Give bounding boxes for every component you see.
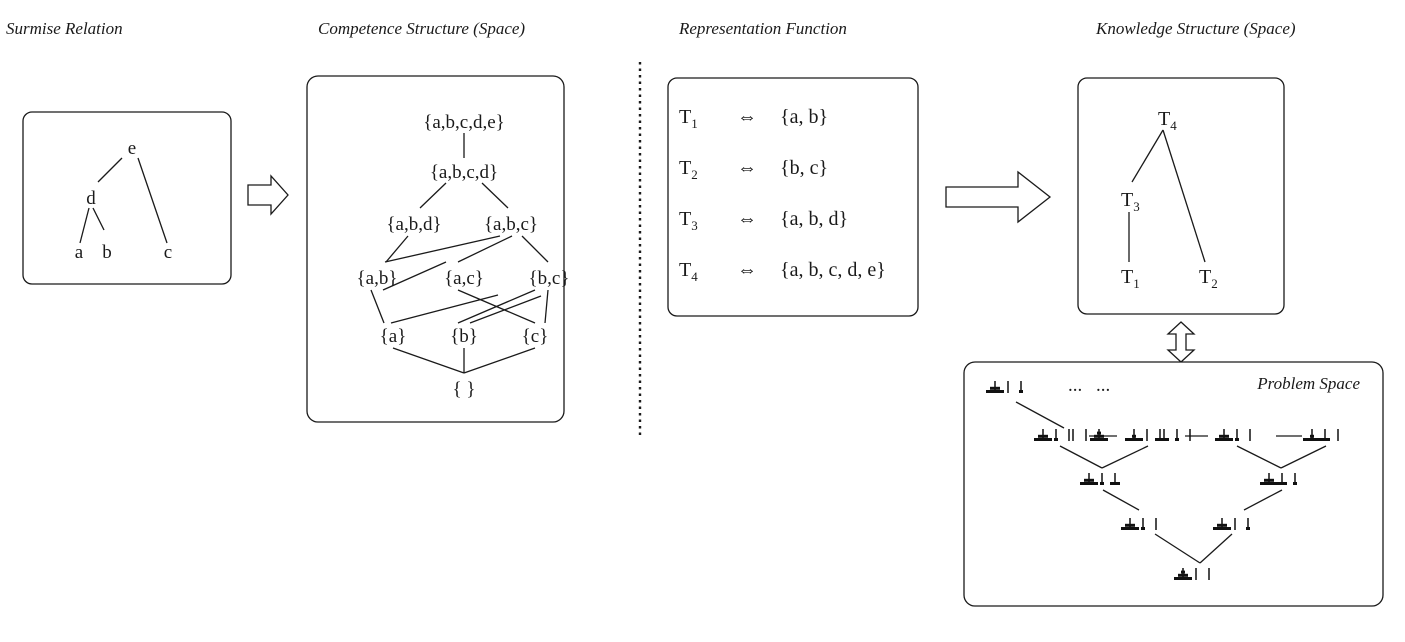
tower-peg-11 (1146, 429, 1148, 441)
tower-peg-16 (1215, 429, 1233, 441)
header-representation-function: Representation Function (678, 19, 847, 38)
competence-node-abc: {a,b,c} (484, 214, 538, 235)
competence-node-a: {a} (380, 326, 407, 347)
surmise-edges (79, 157, 168, 244)
tower-peg-17 (1235, 429, 1239, 441)
representation-row-3: T3 ⇔ {a, b, d} (679, 208, 848, 233)
tower-peg-34 (1174, 568, 1192, 580)
tower-peg-7 (1072, 429, 1074, 441)
rep-row-3-t: T3 (679, 208, 698, 233)
representation-function-box (667, 77, 919, 317)
tower-peg-6 (1068, 429, 1070, 441)
tower-peg-10 (1125, 429, 1143, 441)
tower-peg-20 (1320, 429, 1330, 441)
rep-row-3-set: {a, b, d} (780, 208, 848, 230)
competence-node-abcde: {a,b,c,d,e} (423, 112, 505, 133)
rep-row-1-t: T1 (679, 106, 698, 131)
surmise-node-e: e (128, 138, 136, 159)
problem-space-box (963, 361, 1384, 607)
rep-row-2-t: T2 (679, 157, 698, 182)
competence-node-empty: { } (453, 379, 476, 400)
tower-peg-33 (1246, 518, 1250, 530)
tower-peg-24 (1110, 473, 1120, 485)
tower-peg-2 (1007, 381, 1009, 393)
rep-row-1-set: {a, b} (780, 106, 828, 128)
header-knowledge-structure: Knowledge Structure (Space) (1095, 19, 1296, 38)
tower-peg-19 (1303, 429, 1321, 441)
tower-peg-13 (1159, 429, 1169, 441)
knowledge-node-t4: T4 (1158, 108, 1177, 133)
rep-row-4-set: {a, b, c, d, e} (780, 259, 886, 281)
competence-node-abd: {a,b,d} (386, 214, 441, 235)
tower-peg-27 (1293, 473, 1297, 485)
surmise-node-a: a (75, 242, 84, 263)
problem-ellipsis-1: ... (1068, 375, 1082, 396)
competence-edges (370, 133, 549, 374)
header-surmise-relation: Surmise Relation (6, 19, 123, 38)
arrow-surmise-to-competence (247, 174, 289, 216)
competence-node-ab: {a,b} (357, 268, 398, 289)
surmise-node-c: c (164, 242, 172, 263)
representation-row-1: T1 ⇔ {a, b} (679, 106, 828, 131)
double-arrow-knowledge-problem (1166, 321, 1196, 363)
tower-peg-18 (1249, 429, 1251, 441)
tower-peg-31 (1213, 518, 1231, 530)
tower-peg-1 (986, 381, 1004, 393)
surmise-relation-box (22, 111, 232, 285)
knowledge-edges (1128, 129, 1206, 263)
tower-states (986, 381, 1339, 580)
knowledge-node-t1: T1 (1121, 266, 1140, 291)
problem-space-title: Problem Space (1256, 374, 1360, 393)
representation-row-4: T4 ⇔ {a, b, c, d, e} (679, 259, 886, 284)
tower-peg-9 (1090, 429, 1108, 441)
knowledge-node-t3: T3 (1121, 189, 1140, 214)
competence-structure-box (306, 75, 565, 423)
rep-row-2-set: {b, c} (780, 157, 828, 179)
tower-peg-14 (1175, 429, 1179, 441)
tower-peg-15 (1189, 429, 1191, 441)
competence-node-abcd: {a,b,c,d} (430, 162, 498, 183)
competence-node-bc: {b,c} (529, 268, 570, 289)
tower-peg-8 (1085, 429, 1087, 441)
tower-peg-4 (1034, 429, 1052, 441)
tower-peg-5 (1054, 429, 1058, 441)
rep-row-4-t: T4 (679, 259, 698, 284)
competence-node-ac: {a,c} (444, 268, 484, 289)
tower-peg-30 (1155, 518, 1157, 530)
tower-peg-29 (1141, 518, 1145, 530)
tower-peg-22 (1080, 473, 1098, 485)
rep-row-3-equivalence-arrow: ⇔ (737, 208, 757, 230)
arrow-representation-to-knowledge (945, 170, 1052, 224)
tower-peg-21 (1337, 429, 1339, 441)
tower-peg-35 (1195, 568, 1197, 580)
header-competence-structure: Competence Structure (Space) (318, 19, 525, 38)
tower-peg-26 (1277, 473, 1287, 485)
representation-row-2: T2 ⇔ {b, c} (679, 157, 828, 182)
rep-row-4-equivalence-arrow: ⇔ (737, 259, 757, 281)
rep-row-2-equivalence-arrow: ⇔ (737, 157, 757, 179)
surmise-node-b: b (102, 242, 112, 263)
tower-peg-28 (1121, 518, 1139, 530)
tower-peg-32 (1234, 518, 1236, 530)
competence-node-b: {b} (450, 326, 478, 347)
tower-peg-25 (1260, 473, 1278, 485)
competence-node-c: {c} (522, 326, 549, 347)
rep-row-1-equivalence-arrow: ⇔ (737, 106, 757, 128)
knowledge-node-t2: T2 (1199, 266, 1218, 291)
tower-peg-3 (1019, 381, 1023, 393)
surmise-node-d: d (86, 188, 96, 209)
knowledge-structure-box (1077, 77, 1285, 315)
tower-peg-23 (1100, 473, 1104, 485)
problem-ellipsis-2: ... (1096, 375, 1110, 396)
tower-peg-36 (1208, 568, 1210, 580)
